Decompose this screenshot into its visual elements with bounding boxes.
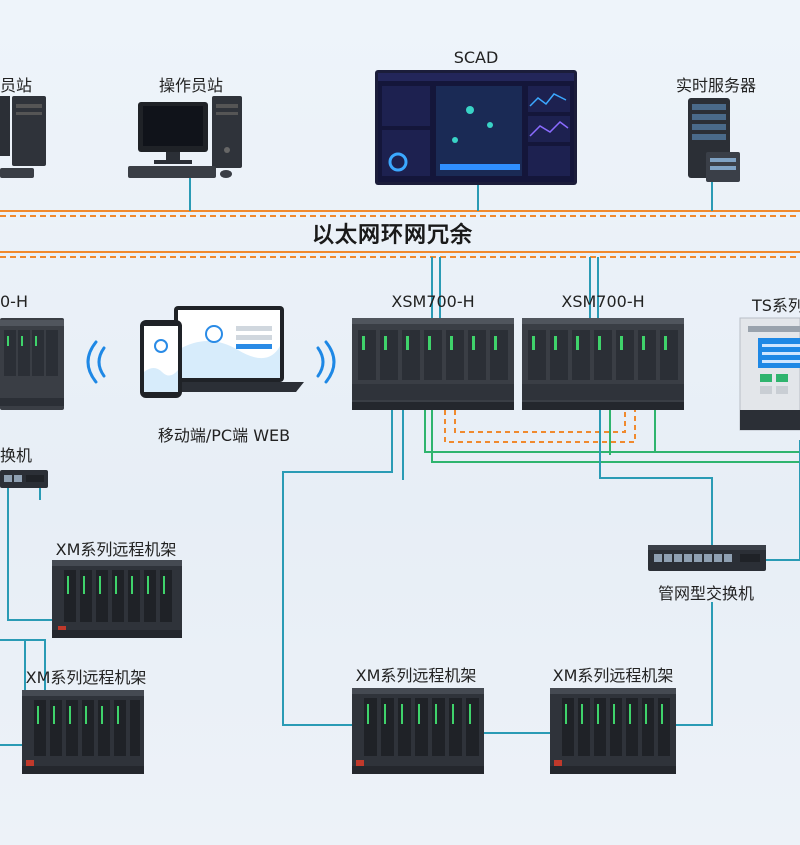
xsm700-a-label: XSM700-H xyxy=(391,292,475,311)
controller-redundant-link xyxy=(444,410,636,443)
ts-series-label: TS系列 xyxy=(752,296,800,315)
xsm700-controller-b xyxy=(522,318,684,410)
left-workstation-computer xyxy=(0,96,46,178)
xsm700-controller-a xyxy=(352,318,514,410)
remote-rack-3-label: XM系列远程机架 xyxy=(355,666,477,685)
scad-dashboard-screen xyxy=(375,70,577,185)
ts-series-panel xyxy=(739,317,800,431)
left-controller-label: 0-H xyxy=(0,292,28,311)
remote-rack-2-label: XM系列远程机架 xyxy=(25,668,147,687)
left-switch-label: 换机 xyxy=(0,446,33,465)
left-station-label: 员站 xyxy=(0,76,33,95)
scad-label: SCAD xyxy=(453,48,499,67)
operator-station-label: 操作员站 xyxy=(158,76,224,95)
xsm700-b-label: XSM700-H xyxy=(561,292,645,311)
remote-rack-1-label: XM系列远程机架 xyxy=(55,540,177,559)
ethernet-ring-bus xyxy=(0,210,800,258)
left-controller-rack xyxy=(0,318,64,410)
mobile-pc-web-label: 移动端/PC端 WEB xyxy=(157,426,291,445)
remote-rack-2 xyxy=(22,690,144,774)
realtime-server-tower xyxy=(688,98,740,182)
realtime-server-label: 实时服务器 xyxy=(675,76,757,95)
remote-rack-4 xyxy=(550,688,676,774)
remote-rack-4-label: XM系列远程机架 xyxy=(552,666,674,685)
operator-station-computer xyxy=(128,96,242,178)
remote-rack-1 xyxy=(52,560,182,638)
mobile-pc-web-devices xyxy=(86,306,336,398)
bus-drop-lines xyxy=(189,178,713,318)
bus-title: 以太网环网冗余 xyxy=(312,223,474,248)
managed-switch-label: 管网型交换机 xyxy=(657,584,755,603)
remote-rack-3 xyxy=(352,688,484,774)
left-network-switch xyxy=(0,470,48,488)
managed-switch-device xyxy=(648,545,766,571)
